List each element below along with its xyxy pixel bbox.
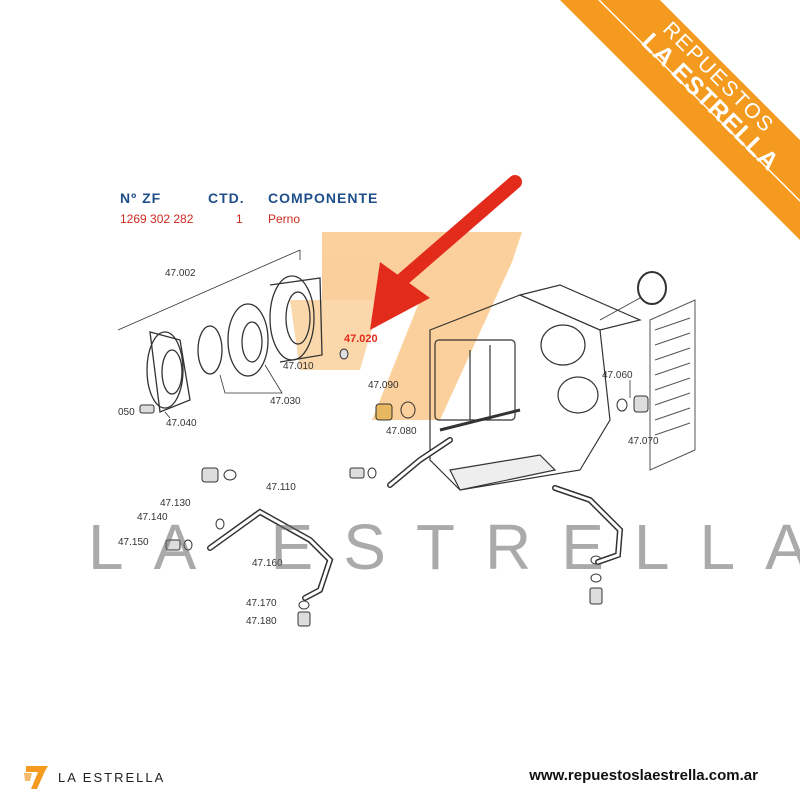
label-47010: 47.010 <box>283 361 314 372</box>
header-zf: Nº ZF <box>120 190 162 206</box>
brand-watermark: LA ESTRELLA <box>88 511 800 583</box>
gear-set <box>197 303 269 377</box>
row-zf: 1269 302 282 <box>120 212 194 226</box>
oil-pipes-inner <box>208 438 622 600</box>
label-47160: 47.160 <box>252 558 283 569</box>
bolts <box>139 348 649 627</box>
label-47180: 47.180 <box>246 616 277 627</box>
highlight-arrow <box>370 175 522 330</box>
row-qty: 1 <box>236 212 243 226</box>
label-47070: 47.070 <box>628 436 659 447</box>
label-47150: 47.150 <box>118 537 149 548</box>
header-qty: CTD. <box>208 190 245 206</box>
footer-brand: LA ESTRELLA <box>58 770 166 785</box>
brand-logo-icon <box>24 766 48 789</box>
pump-cover <box>269 275 323 363</box>
header-component: COMPONENTE <box>268 190 379 206</box>
o-ring <box>637 271 667 305</box>
pump-flange <box>146 331 191 413</box>
label-47140: 47.140 <box>137 512 168 523</box>
label-47080: 47.080 <box>386 426 417 437</box>
row-component: Perno <box>268 212 301 226</box>
footer-url-link[interactable]: www.repuestoslaestrella.com.ar <box>529 767 758 784</box>
label-47020: 47.020 <box>344 333 378 345</box>
gearbox-housing <box>429 284 642 491</box>
label-47110: 47.110 <box>266 482 296 493</box>
leader-lines <box>117 249 641 419</box>
ribbed-cover <box>649 299 696 471</box>
label-47060: 47.060 <box>602 370 633 381</box>
logo-watermark <box>290 232 522 420</box>
label-47030: 47.030 <box>270 396 301 407</box>
label-47170: 47.170 <box>246 598 277 609</box>
label-050: 050 <box>118 407 135 418</box>
label-47090: 47.090 <box>368 380 399 391</box>
label-47002: 47.002 <box>165 268 196 279</box>
label-47040: 47.040 <box>166 418 197 429</box>
label-47130: 47.130 <box>160 498 191 509</box>
